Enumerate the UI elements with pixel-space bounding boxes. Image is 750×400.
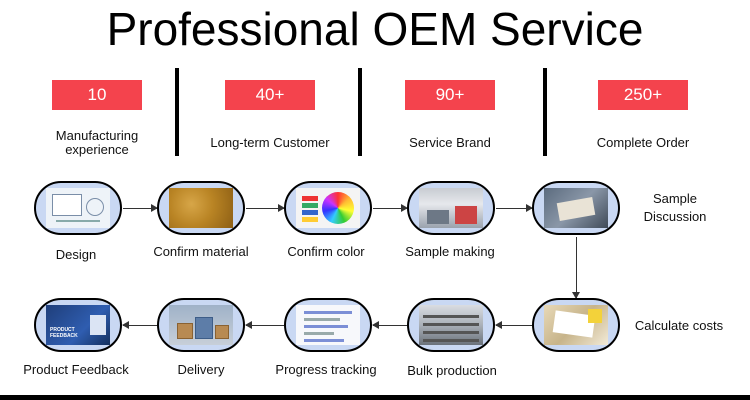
step-delivery-node [157,298,245,352]
stat-value-badge: 250+ [598,80,688,110]
step-calculate-costs-label: Calculate costs [634,318,724,333]
step-calculate-costs-node [532,298,620,352]
stat-value-badge: 90+ [405,80,495,110]
step-design-node [34,181,122,235]
workshop-icon [419,188,483,228]
step-sample-making-node [407,181,495,235]
flow-arrow-right [373,204,408,212]
flow-arrow-right [123,204,158,212]
flow-arrow-right [496,204,533,212]
stat-label: Long-term Customer [210,135,330,150]
step-delivery-label: Delivery [177,362,225,377]
step-design-label: Design [55,247,97,262]
flow-arrow-left [245,321,284,329]
documents-icon [544,305,608,345]
stat-value-badge: 40+ [225,80,315,110]
step-confirm-color-node [284,181,372,235]
stat-service-brand: 90+ Service Brand [360,80,540,150]
stat-label: Service Brand [409,135,491,150]
dashboard-icon [296,305,360,345]
flow-arrow-right [246,204,285,212]
stat-divider [358,68,362,156]
step-sample-making-label: Sample making [405,244,495,259]
parcels-icon [169,305,233,345]
step-product-feedback-label: Product Feedback [23,362,129,377]
step-bulk-production-label: Bulk production [407,363,497,378]
step-product-feedback-node: PRODUCT FEEDBACK [34,298,122,352]
step-confirm-material-node [157,181,245,235]
meeting-icon [544,188,608,228]
stat-label-line2: experience [65,142,129,157]
color-wheel-icon [296,188,360,228]
stat-complete-order: 250+ Complete Order [553,80,733,150]
feedback-photo-text-line2: FEEDBACK [50,333,78,339]
fabric-icon [169,188,233,228]
step-progress-tracking-label: Progress tracking [275,362,377,377]
stat-value-badge: 10 [52,80,142,110]
step-bulk-production-node [407,298,495,352]
stat-divider [175,68,179,156]
design-sketch-icon [46,188,110,228]
feedback-icon: PRODUCT FEEDBACK [46,305,110,345]
flow-arrow-left [372,321,407,329]
stat-long-term-customer: 40+ Long-term Customer [180,80,360,150]
step-sample-discussion-label: Sample [652,191,698,206]
flow-arrow-left [495,321,532,329]
stat-label: Complete Order [596,135,690,150]
step-confirm-color-label: Confirm color [287,244,365,259]
step-sample-discussion-label-line2: Discussion [643,209,707,224]
flow-arrow-down [572,237,580,299]
stat-manufacturing-experience: 10 Manufacturing experience [7,80,187,157]
step-sample-discussion-node [532,181,620,235]
step-confirm-material-label: Confirm material [153,244,249,259]
step-progress-tracking-node [284,298,372,352]
bottom-bar [0,395,750,400]
flow-arrow-left [122,321,157,329]
feedback-photo-text: PRODUCT [50,327,75,333]
page-title: Professional OEM Service [106,3,644,55]
factory-floor-icon [419,305,483,345]
stat-divider [543,68,547,156]
stat-label: Manufacturing [55,128,139,143]
